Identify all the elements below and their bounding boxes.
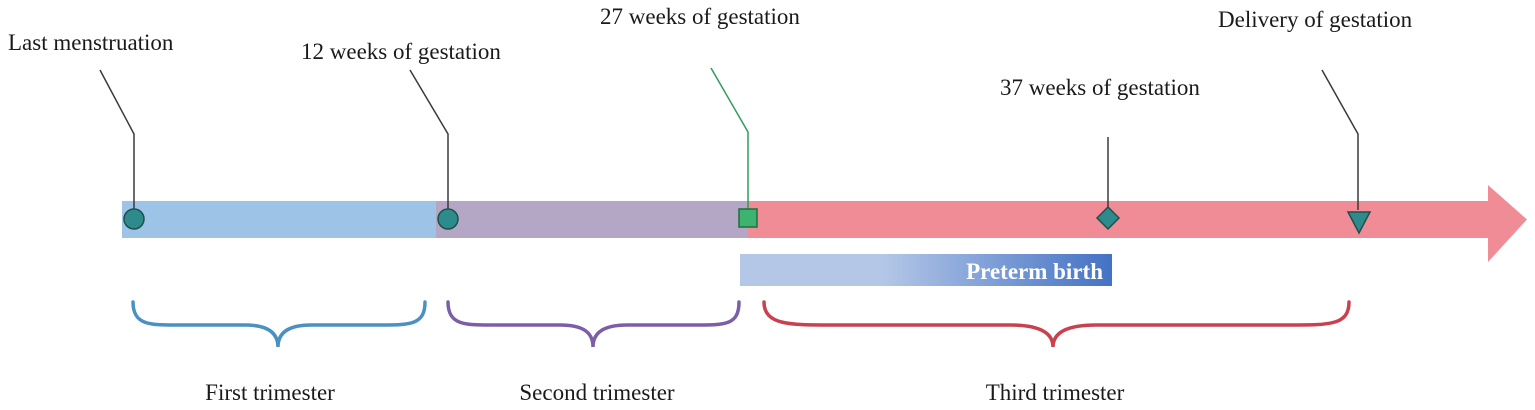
second-trimester-brace bbox=[446, 300, 741, 348]
week12-leader bbox=[409, 69, 449, 210]
delivery-marker bbox=[1346, 211, 1372, 235]
first-trimester-bar bbox=[122, 201, 438, 238]
week12-label: 12 weeks of gestation bbox=[301, 39, 501, 64]
third-trimester-label: Third trimester bbox=[986, 380, 1125, 405]
last-menstruation-marker bbox=[123, 208, 145, 230]
week27-leader bbox=[710, 67, 749, 210]
second-trimester-bar bbox=[436, 201, 750, 238]
last-menstruation-leader bbox=[99, 69, 135, 210]
week27-marker bbox=[738, 208, 758, 228]
first-trimester-brace bbox=[131, 300, 427, 348]
preterm-birth-label: Preterm birth bbox=[966, 259, 1103, 284]
week27-label: 27 weeks of gestation bbox=[600, 4, 800, 29]
delivery-leader bbox=[1321, 69, 1359, 210]
week12-marker bbox=[437, 208, 459, 230]
preterm-birth-bar bbox=[740, 254, 1112, 286]
week37-marker bbox=[1095, 205, 1121, 231]
delivery-label: Delivery of gestation bbox=[1218, 7, 1413, 32]
last-menstruation-label: Last menstruation bbox=[8, 30, 174, 55]
first-trimester-label: First trimester bbox=[205, 380, 335, 405]
timeline-arrow-head bbox=[1488, 185, 1527, 262]
third-trimester-bar bbox=[748, 201, 1490, 238]
second-trimester-label: Second trimester bbox=[519, 380, 675, 405]
week37-label: 37 weeks of gestation bbox=[1000, 75, 1200, 100]
third-trimester-brace bbox=[762, 300, 1351, 348]
